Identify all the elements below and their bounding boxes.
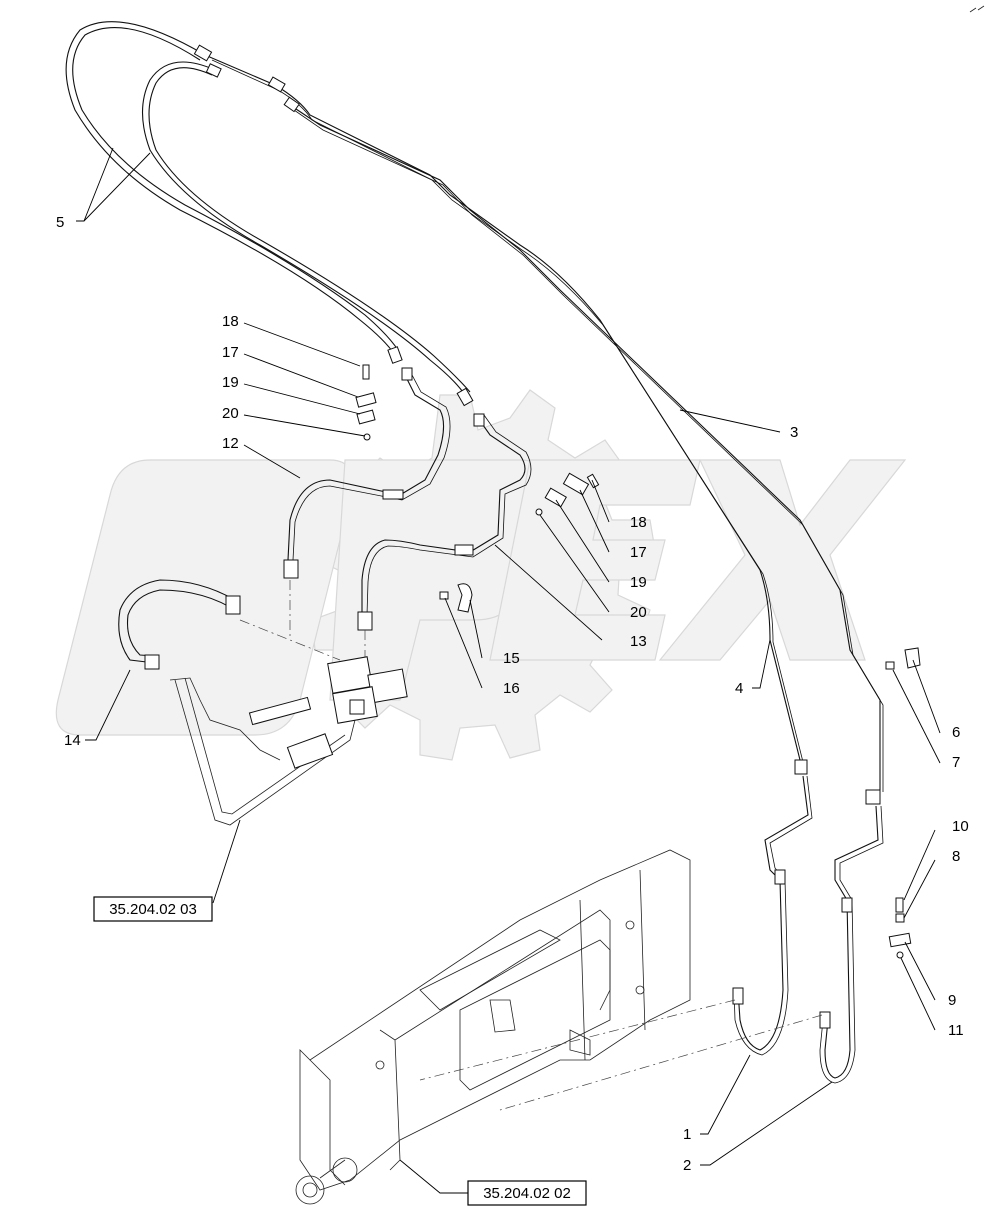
callout-19b: 19 <box>630 574 647 591</box>
callout-17b: 17 <box>630 544 647 561</box>
reference-box-35-204-02-03[interactable]: 35.204.02 03 <box>93 896 213 922</box>
lower-hoses <box>419 775 884 1111</box>
callout-13: 13 <box>630 633 647 650</box>
opex-watermark <box>55 389 907 761</box>
valve-assembly <box>118 579 408 826</box>
corner-mark <box>969 5 985 13</box>
callout-12: 12 <box>222 435 239 452</box>
callout-9: 9 <box>948 992 956 1009</box>
callout-19a: 19 <box>222 374 239 391</box>
callout-18a: 18 <box>222 313 239 330</box>
callout-14: 14 <box>64 732 81 749</box>
callout-16: 16 <box>503 680 520 697</box>
callout-17a: 17 <box>222 344 239 361</box>
callout-20b: 20 <box>630 604 647 621</box>
callout-5: 5 <box>56 214 64 231</box>
callout-8: 8 <box>952 848 960 865</box>
reference-box-35-204-02-02[interactable]: 35.204.02 02 <box>467 1180 587 1206</box>
hydraulic-tubes <box>65 21 884 805</box>
callout-labels: 5 3 4 18 17 19 20 12 18 17 19 20 13 15 1… <box>56 214 969 1174</box>
callout-6: 6 <box>952 724 960 741</box>
callout-7: 7 <box>952 754 960 771</box>
reference-label-b[interactable]: 35.204.02 02 <box>483 1185 571 1202</box>
callout-18b: 18 <box>630 514 647 531</box>
mid-hoses <box>283 367 532 631</box>
callout-20a: 20 <box>222 405 239 422</box>
leader-lines <box>76 147 941 1194</box>
loader-frame <box>295 849 691 1205</box>
callout-3: 3 <box>790 424 798 441</box>
callout-15: 15 <box>503 650 520 667</box>
callout-10: 10 <box>952 818 969 835</box>
reference-label-a[interactable]: 35.204.02 03 <box>109 901 197 918</box>
callout-2: 2 <box>683 1157 691 1174</box>
callout-4: 4 <box>735 680 743 697</box>
callout-1: 1 <box>683 1126 691 1143</box>
callout-11: 11 <box>948 1022 964 1039</box>
